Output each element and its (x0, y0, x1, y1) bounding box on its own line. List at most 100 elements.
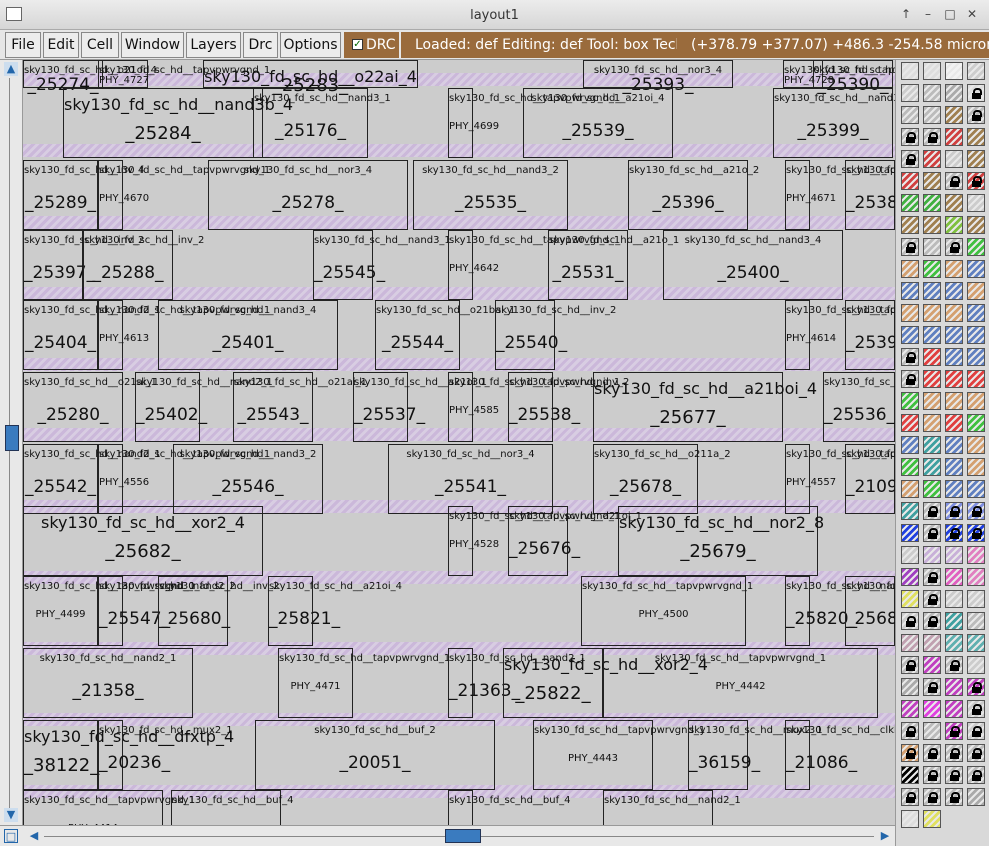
layer-swatch[interactable] (967, 480, 985, 498)
layer-swatch[interactable] (967, 150, 985, 168)
layer-swatch[interactable] (901, 238, 919, 256)
layer-swatch[interactable] (945, 678, 963, 696)
layer-swatch[interactable] (901, 678, 919, 696)
drc-checkbox[interactable]: ✓ (352, 39, 363, 50)
standard-cell[interactable]: sky130_fd_sc_hd__buf_2_20051_ (255, 720, 495, 790)
layer-swatch[interactable] (923, 348, 941, 366)
layer-swatch[interactable] (945, 172, 963, 190)
menu-layers[interactable]: Layers (186, 32, 241, 58)
standard-cell[interactable]: sky130_fd_sc_hd__a21o_2_25396_ (628, 160, 759, 230)
layer-swatch[interactable] (901, 348, 919, 366)
close-icon[interactable]: ✕ (966, 7, 978, 21)
layer-swatch[interactable] (945, 106, 963, 124)
layer-swatch[interactable] (945, 414, 963, 432)
raise-icon[interactable]: ↑ (900, 7, 912, 21)
layer-swatch[interactable] (967, 414, 985, 432)
standard-cell[interactable]: sky130_fd_sc_hd__nand2_1_21363_ (448, 648, 586, 718)
layer-swatch[interactable] (967, 282, 985, 300)
layer-swatch[interactable] (923, 172, 941, 190)
layer-swatch[interactable] (901, 436, 919, 454)
layer-swatch[interactable] (923, 436, 941, 454)
scroll-right-icon[interactable]: ▶ (880, 829, 890, 842)
layer-swatch[interactable] (923, 810, 941, 828)
standard-cell[interactable]: sky130_fd_sc_hd__a21oi_4_25821_ (268, 576, 402, 646)
layer-swatch[interactable] (923, 612, 941, 630)
layer-swatch[interactable] (945, 392, 963, 410)
layer-swatch[interactable] (945, 62, 963, 80)
layer-swatch[interactable] (923, 722, 941, 740)
layer-swatch[interactable] (967, 722, 985, 740)
layer-swatch[interactable] (923, 150, 941, 168)
drc-toggle[interactable]: ✓ DRC (344, 32, 399, 58)
layer-swatch[interactable] (901, 84, 919, 102)
layer-swatch[interactable] (901, 150, 919, 168)
minimize-icon[interactable]: – (925, 7, 931, 21)
layer-swatch[interactable] (923, 304, 941, 322)
menu-options[interactable]: Options (280, 32, 341, 58)
standard-cell[interactable]: sky130_fd_sc_hd__mux2_1_36159_ (688, 720, 823, 790)
standard-cell[interactable]: sky130_fd_sc_hd__buf_4_21096_ (448, 790, 570, 825)
standard-cell[interactable]: sky130_fd_sc_hd__dfxtp_4_38122_ (23, 720, 234, 790)
layer-swatch[interactable] (945, 788, 963, 806)
standard-cell[interactable]: sky130_fd_sc_hd__a21oi_1_25537_ (353, 372, 487, 442)
layer-swatch[interactable] (945, 282, 963, 300)
menu-window[interactable]: Window (121, 32, 184, 58)
layer-swatch[interactable] (901, 282, 919, 300)
layer-swatch[interactable] (923, 700, 941, 718)
layer-swatch[interactable] (901, 546, 919, 564)
standard-cell[interactable]: sky130_fd_sc_hd__nand2_2_25547_ (98, 576, 236, 646)
layer-swatch[interactable] (901, 62, 919, 80)
standard-cell[interactable]: sky130_fd_sc_hd__clkbuf_4_21086_ (785, 720, 895, 790)
layer-swatch[interactable] (923, 260, 941, 278)
layer-swatch[interactable] (901, 700, 919, 718)
layer-swatch[interactable] (923, 282, 941, 300)
layer-swatch[interactable] (901, 590, 919, 608)
layer-swatch[interactable] (967, 678, 985, 696)
standard-cell[interactable]: sky130_fd_sc_hd__a21o_1_25531_ (548, 230, 679, 300)
standard-cell[interactable]: sky130_fd_sc_hd__nand3_4_25400_ (663, 230, 843, 300)
standard-cell[interactable]: sky130_fd_sc_hd__o21ai_1_25280_ (23, 372, 157, 442)
layer-swatch[interactable] (945, 326, 963, 344)
menu-drc[interactable]: Drc (243, 32, 278, 58)
layer-swatch[interactable] (901, 788, 919, 806)
layer-swatch[interactable] (945, 458, 963, 476)
layer-swatch[interactable] (945, 590, 963, 608)
standard-cell[interactable]: sky130_fd_sc_hd__o21bai_4_25681_ (845, 576, 895, 646)
scroll-left-icon[interactable]: ◀ (29, 829, 39, 842)
standard-cell[interactable]: sky130_fd_sc_hd__o21bai_1_25544_ (375, 300, 515, 370)
layer-swatch[interactable] (967, 172, 985, 190)
layer-swatch[interactable] (945, 238, 963, 256)
layer-swatch[interactable] (945, 480, 963, 498)
standard-cell[interactable]: sky130_fd_sc_hd__mux2_1_20236_ (98, 720, 233, 790)
layer-swatch[interactable] (967, 106, 985, 124)
layer-swatch[interactable] (967, 348, 985, 366)
layer-swatch[interactable] (901, 216, 919, 234)
layer-swatch[interactable] (967, 700, 985, 718)
layer-swatch[interactable] (945, 370, 963, 388)
standard-cell[interactable]: sky130_fd_sc_hd__a21oi_1_25676_ (508, 506, 642, 576)
layer-swatch[interactable] (945, 128, 963, 146)
layer-swatch[interactable] (945, 260, 963, 278)
layer-swatch[interactable] (967, 612, 985, 630)
standard-cell[interactable]: sky130_fd_sc_hd__nor3_1_25536_ (823, 372, 895, 442)
layer-swatch[interactable] (901, 656, 919, 674)
standard-cell[interactable]: sky130_fd_sc_hd__xor2_4_25822_ (503, 648, 708, 718)
layer-swatch[interactable] (923, 128, 941, 146)
layer-swatch[interactable] (967, 634, 985, 652)
standard-cell[interactable]: sky130_fd_sc_hd__inv_2_25397_ (23, 230, 144, 300)
layer-swatch[interactable] (967, 370, 985, 388)
layer-swatch[interactable] (967, 568, 985, 586)
layer-swatch[interactable] (945, 502, 963, 520)
standard-cell[interactable]: sky130_fd_sc_hd__nand2_1_25820_ (785, 576, 895, 646)
layer-swatch[interactable] (945, 744, 963, 762)
standard-cell[interactable]: sky130_fd_sc_hd__nor3_1_25388_ (845, 160, 895, 230)
